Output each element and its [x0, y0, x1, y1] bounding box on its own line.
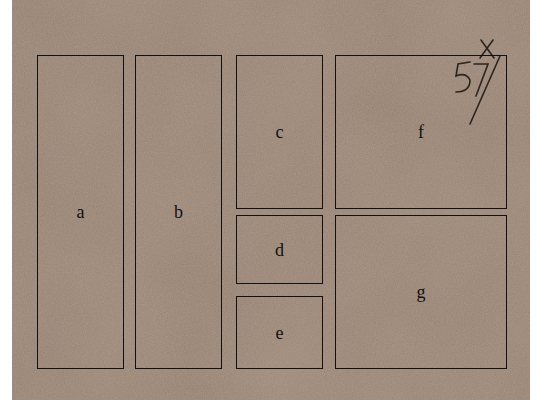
sample-region-box: a: [37, 55, 124, 369]
sample-region-box: c: [236, 55, 323, 209]
sample-region-box: g: [335, 215, 507, 369]
stone-surface: [12, 0, 530, 400]
region-letter: b: [174, 203, 183, 221]
sample-region-box: b: [135, 55, 222, 369]
region-letter: d: [275, 241, 284, 259]
sample-region-box: e: [236, 296, 323, 369]
region-letter: a: [77, 203, 85, 221]
handwritten-mark: [456, 40, 500, 124]
sample-region-box: d: [236, 215, 323, 284]
stone-shading: [12, 0, 530, 400]
region-letter: g: [417, 283, 426, 301]
region-letter: c: [276, 123, 284, 141]
region-letter: f: [418, 123, 424, 141]
region-letter: e: [276, 324, 284, 342]
sample-region-box: f: [335, 55, 507, 209]
